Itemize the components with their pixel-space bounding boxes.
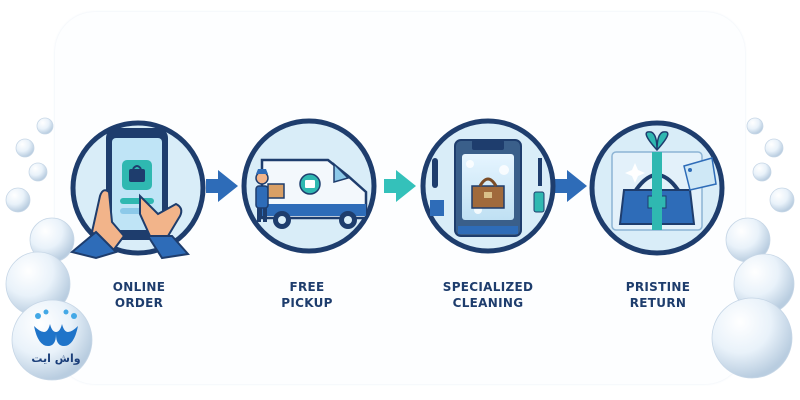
smartphone-order-icon: [69, 120, 206, 260]
step-label-pristine-return: PRISTINE RETURN: [625, 280, 691, 310]
delivery-van-icon: [241, 118, 377, 254]
brand-logo: واش ایت: [16, 308, 96, 380]
brand-name: واش ایت: [31, 352, 81, 365]
arrow-3: [555, 170, 587, 202]
step-label-free-pickup: FREE PICKUP: [281, 280, 333, 310]
bubbles-right: [711, 117, 795, 379]
arrow-2: [384, 170, 416, 202]
water-splash-logo-icon: [34, 309, 78, 346]
arrow-1: [206, 170, 238, 202]
cleaning-chamber-icon: [420, 118, 556, 254]
wrapped-bag-icon: [589, 120, 725, 256]
step-label-specialized-cleaning: SPECIALIZED CLEANING: [442, 280, 534, 310]
step-label-online-order: ONLINE ORDER: [112, 280, 166, 310]
